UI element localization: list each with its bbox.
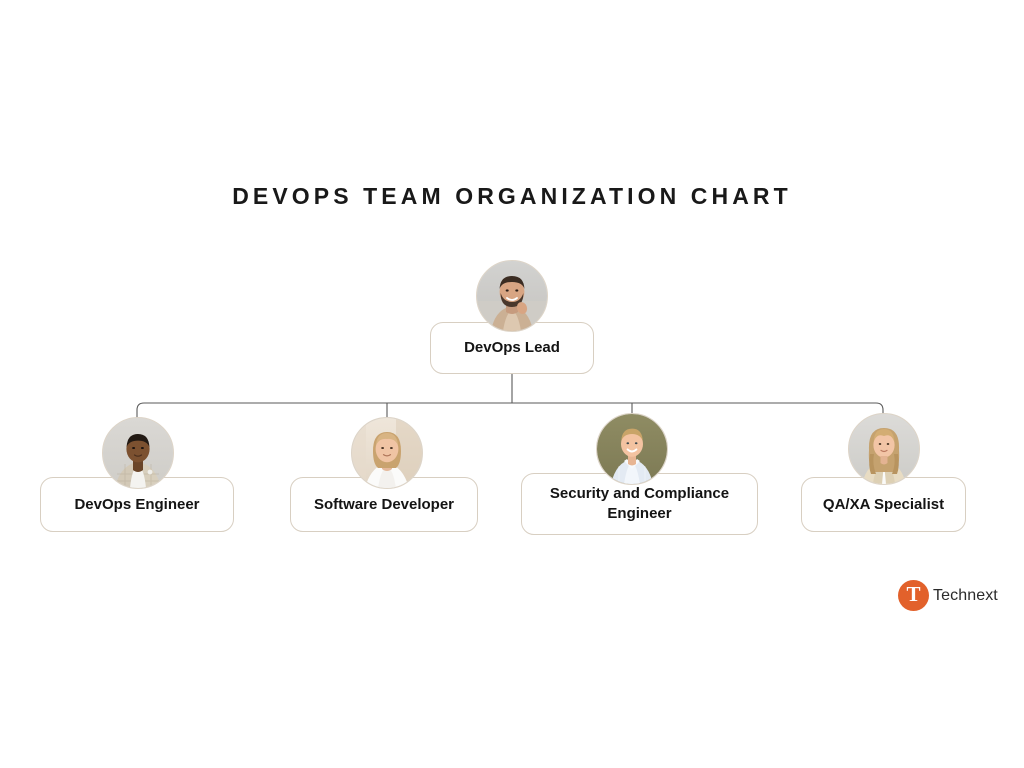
avatar-devops-engineer <box>102 417 174 489</box>
brand-logo: T Technext <box>898 580 998 611</box>
avatar-software-developer <box>351 417 423 489</box>
technext-logo-icon: T <box>898 580 929 611</box>
logo-mark-letter: T <box>906 582 921 606</box>
node-label-devops-lead: DevOps Lead <box>464 339 560 357</box>
connector-bus <box>136 402 884 430</box>
brand-name: Technext <box>933 586 998 604</box>
avatar-qa-xa-specialist <box>848 413 920 485</box>
node-label-qa-xa-specialist: QA/XA Specialist <box>822 495 945 513</box>
avatar-devops-lead <box>476 260 548 332</box>
node-label-software-developer: Software Developer <box>313 495 455 513</box>
node-label-devops-engineer: DevOps Engineer <box>74 495 200 513</box>
avatar-security-compliance-engineer <box>596 413 668 485</box>
node-label-security-compliance-engineer: Security and Compliance Engineer <box>549 485 730 522</box>
node-box-qa-xa-specialist[interactable]: QA/XA Specialist <box>801 477 966 532</box>
page-title: DEVOPS TEAM ORGANIZATION CHART <box>232 183 792 209</box>
